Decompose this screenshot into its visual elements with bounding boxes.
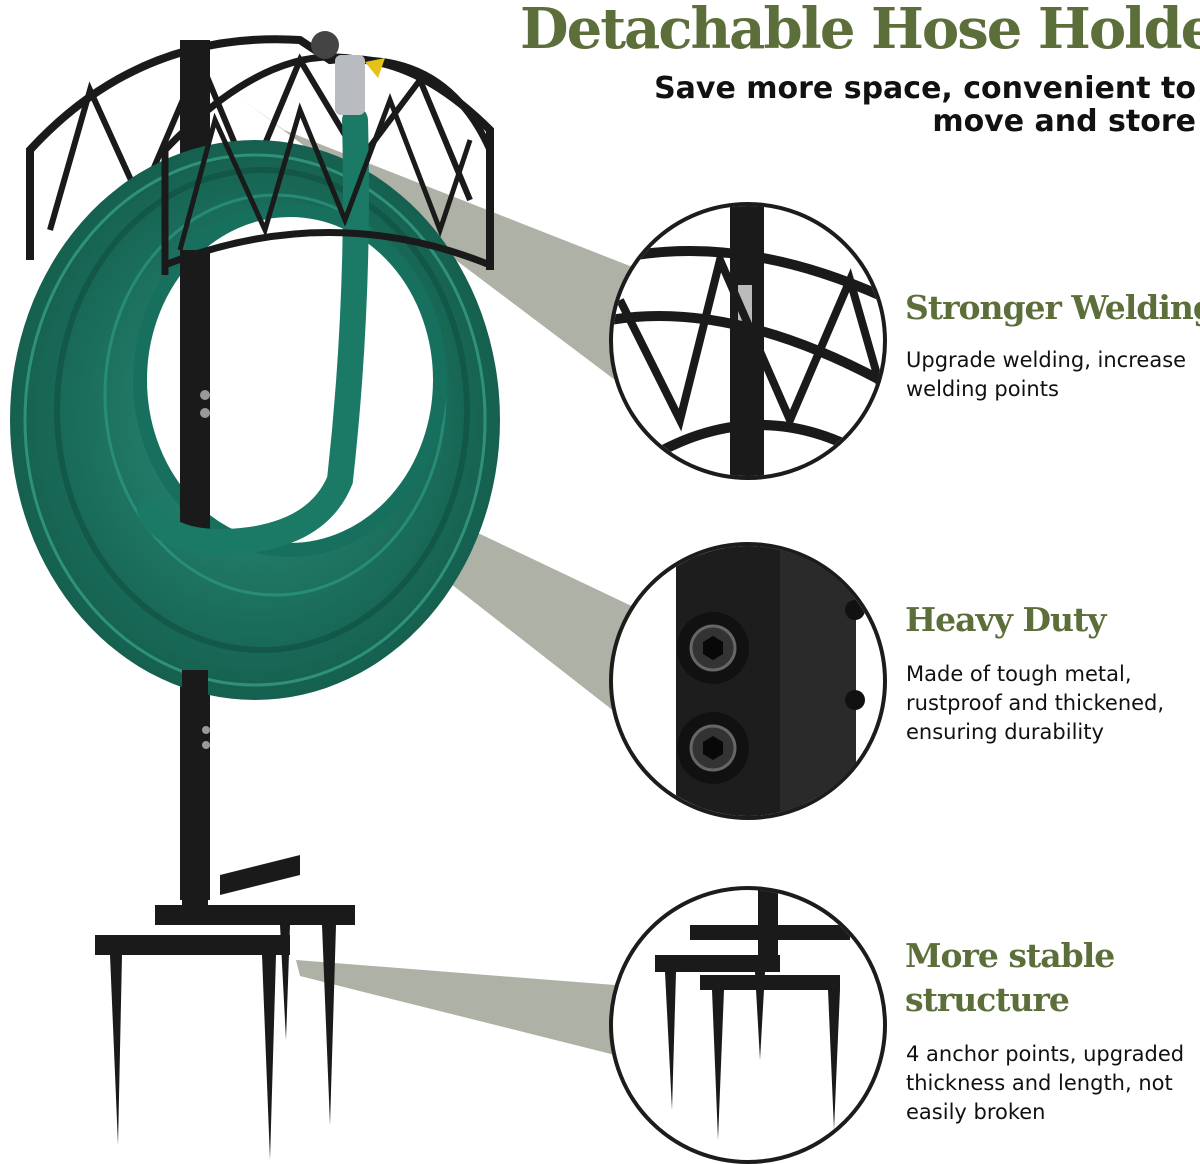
- feature-desc-heavy-duty: Made of tough metal, rustproof and thick…: [906, 662, 1165, 744]
- feature-title-stable: More stable structure: [905, 936, 1115, 1019]
- hose-holder-image: [10, 31, 500, 1160]
- feature-title-welding: Stronger Welding: [905, 288, 1200, 327]
- feature-title-heavy-duty: Heavy Duty: [905, 600, 1106, 639]
- page-subtitle: Save more space, convenient to move and …: [654, 71, 1196, 139]
- page-title: Detachable Hose Holder: [520, 0, 1200, 62]
- bolt-detail-image: [609, 542, 887, 820]
- feature-desc-welding: Upgrade welding, increase welding points: [906, 348, 1187, 401]
- feature-desc-stable: 4 anchor points, upgraded thickness and …: [906, 1042, 1185, 1124]
- stake-detail-image: [609, 886, 887, 1164]
- welding-detail-image: [609, 202, 887, 480]
